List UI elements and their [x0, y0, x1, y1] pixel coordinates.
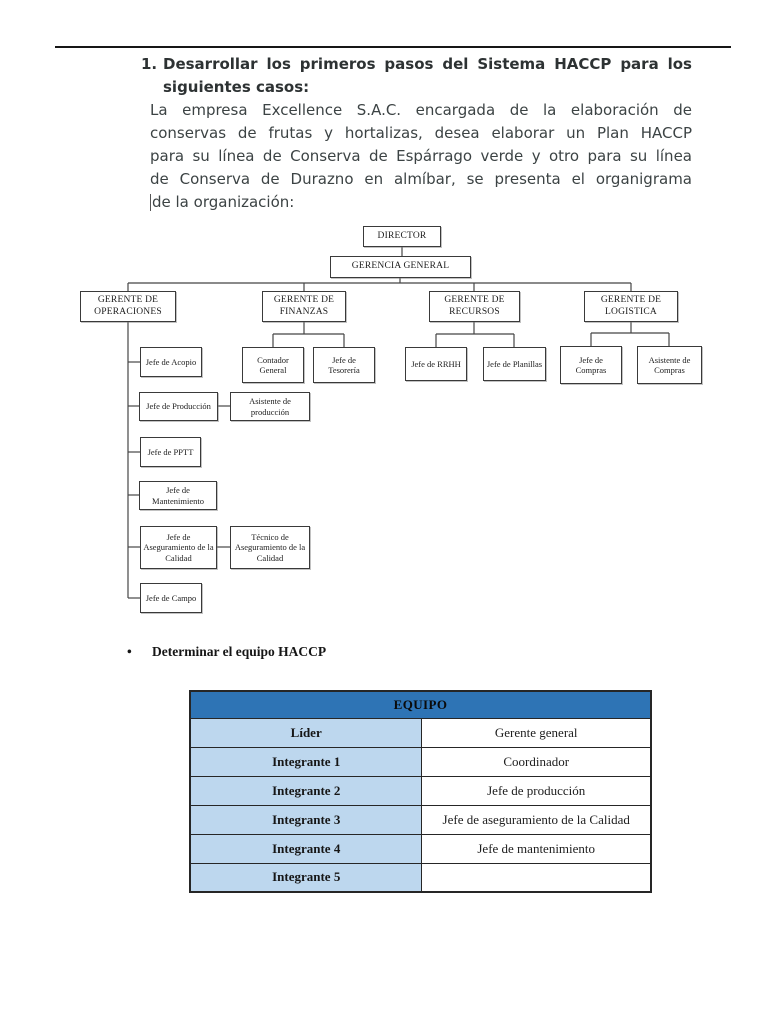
table-row: Integrante 4 Jefe de mantenimiento	[189, 833, 652, 864]
table-row: Integrante 2 Jefe de producción	[189, 775, 652, 806]
table-row: Integrante 1 Coordinador	[189, 746, 652, 777]
org-node-contador-general: Contador General	[242, 347, 304, 383]
paragraph-line-text: de la organización:	[152, 193, 295, 211]
org-node-jefe-produccion: Jefe de Producción	[139, 392, 218, 421]
table-header-row: EQUIPO	[189, 690, 652, 719]
paragraph-line: conservas de frutas y hortalizas, desea …	[150, 124, 692, 142]
organization-chart: DIRECTOR GERENCIA GENERAL GERENTE DE OPE…	[0, 222, 768, 622]
org-node-tecnico-aseguramiento-calidad: Técnico de Aseguramiento de la Calidad	[230, 526, 310, 569]
org-node-gerente-finanzas: GERENTE DE FINANZAS	[262, 291, 346, 322]
org-node-jefe-tesoreria: Jefe de Tesorería	[313, 347, 375, 383]
equipo-table: EQUIPO Líder Gerente general Integrante …	[189, 690, 652, 893]
row-label: Líder	[189, 717, 423, 748]
row-value	[421, 862, 652, 893]
org-node-jefe-aseguramiento-calidad: Jefe de Aseguramiento de la Calidad	[140, 526, 217, 569]
org-node-asistente-compras: Asistente de Compras	[637, 346, 702, 384]
connector-lines	[127, 247, 670, 599]
bullet-icon: •	[127, 644, 132, 659]
row-label: Integrante 5	[189, 862, 423, 893]
row-label: Integrante 3	[189, 804, 423, 835]
row-label: Integrante 4	[189, 833, 423, 864]
row-value: Jefe de aseguramiento de la Calidad	[421, 804, 652, 835]
row-label: Integrante 2	[189, 775, 423, 806]
paragraph-line: de la organización:	[150, 191, 692, 214]
row-value: Gerente general	[421, 717, 652, 748]
org-node-gerencia-general: GERENCIA GENERAL	[330, 256, 471, 278]
paragraph-line: de Conserva de Durazno en almíbar, se pr…	[150, 170, 692, 188]
text-cursor	[150, 194, 151, 211]
table-row: Integrante 5	[189, 862, 652, 893]
org-node-jefe-compras: Jefe de Compras	[560, 346, 622, 384]
heading-line-1: Desarrollar los primeros pasos del Siste…	[163, 55, 692, 73]
bullet-heading: • Determinar el equipo HACCP	[127, 644, 326, 660]
org-node-gerente-logistica: GERENTE DE LOGISTICA	[584, 291, 678, 322]
row-value: Jefe de producción	[421, 775, 652, 806]
org-node-director: DIRECTOR	[363, 226, 441, 247]
table-row: Líder Gerente general	[189, 717, 652, 748]
intro-paragraph: La empresa Excellence S.A.C. encargada d…	[150, 99, 692, 214]
org-node-jefe-campo: Jefe de Campo	[140, 583, 202, 613]
bullet-heading-text: Determinar el equipo HACCP	[152, 644, 327, 659]
row-label: Integrante 1	[189, 746, 423, 777]
org-node-jefe-planillas: Jefe de Planillas	[483, 347, 546, 381]
org-node-asistente-produccion: Asistente de producción	[230, 392, 310, 421]
org-node-gerente-operaciones: GERENTE DE OPERACIONES	[80, 291, 176, 322]
paragraph-line: La empresa Excellence S.A.C. encargada d…	[150, 101, 692, 119]
org-node-jefe-pptt: Jefe de PPTT	[140, 437, 201, 467]
table-header-cell: EQUIPO	[189, 690, 652, 719]
row-value: Coordinador	[421, 746, 652, 777]
heading-number: 1.	[141, 55, 158, 73]
top-rule-line	[55, 46, 731, 48]
org-node-gerente-recursos: GERENTE DE RECURSOS	[429, 291, 520, 322]
org-node-jefe-rrhh: Jefe de RRHH	[405, 347, 467, 381]
table-row: Integrante 3 Jefe de aseguramiento de la…	[189, 804, 652, 835]
row-value: Jefe de mantenimiento	[421, 833, 652, 864]
heading-line-2: siguientes casos:	[163, 78, 310, 96]
org-node-jefe-mantenimiento: Jefe de Mantenimiento	[139, 481, 217, 510]
paragraph-line: para su línea de Conserva de Espárrago v…	[150, 147, 692, 165]
org-node-jefe-acopio: Jefe de Acopio	[140, 347, 202, 377]
